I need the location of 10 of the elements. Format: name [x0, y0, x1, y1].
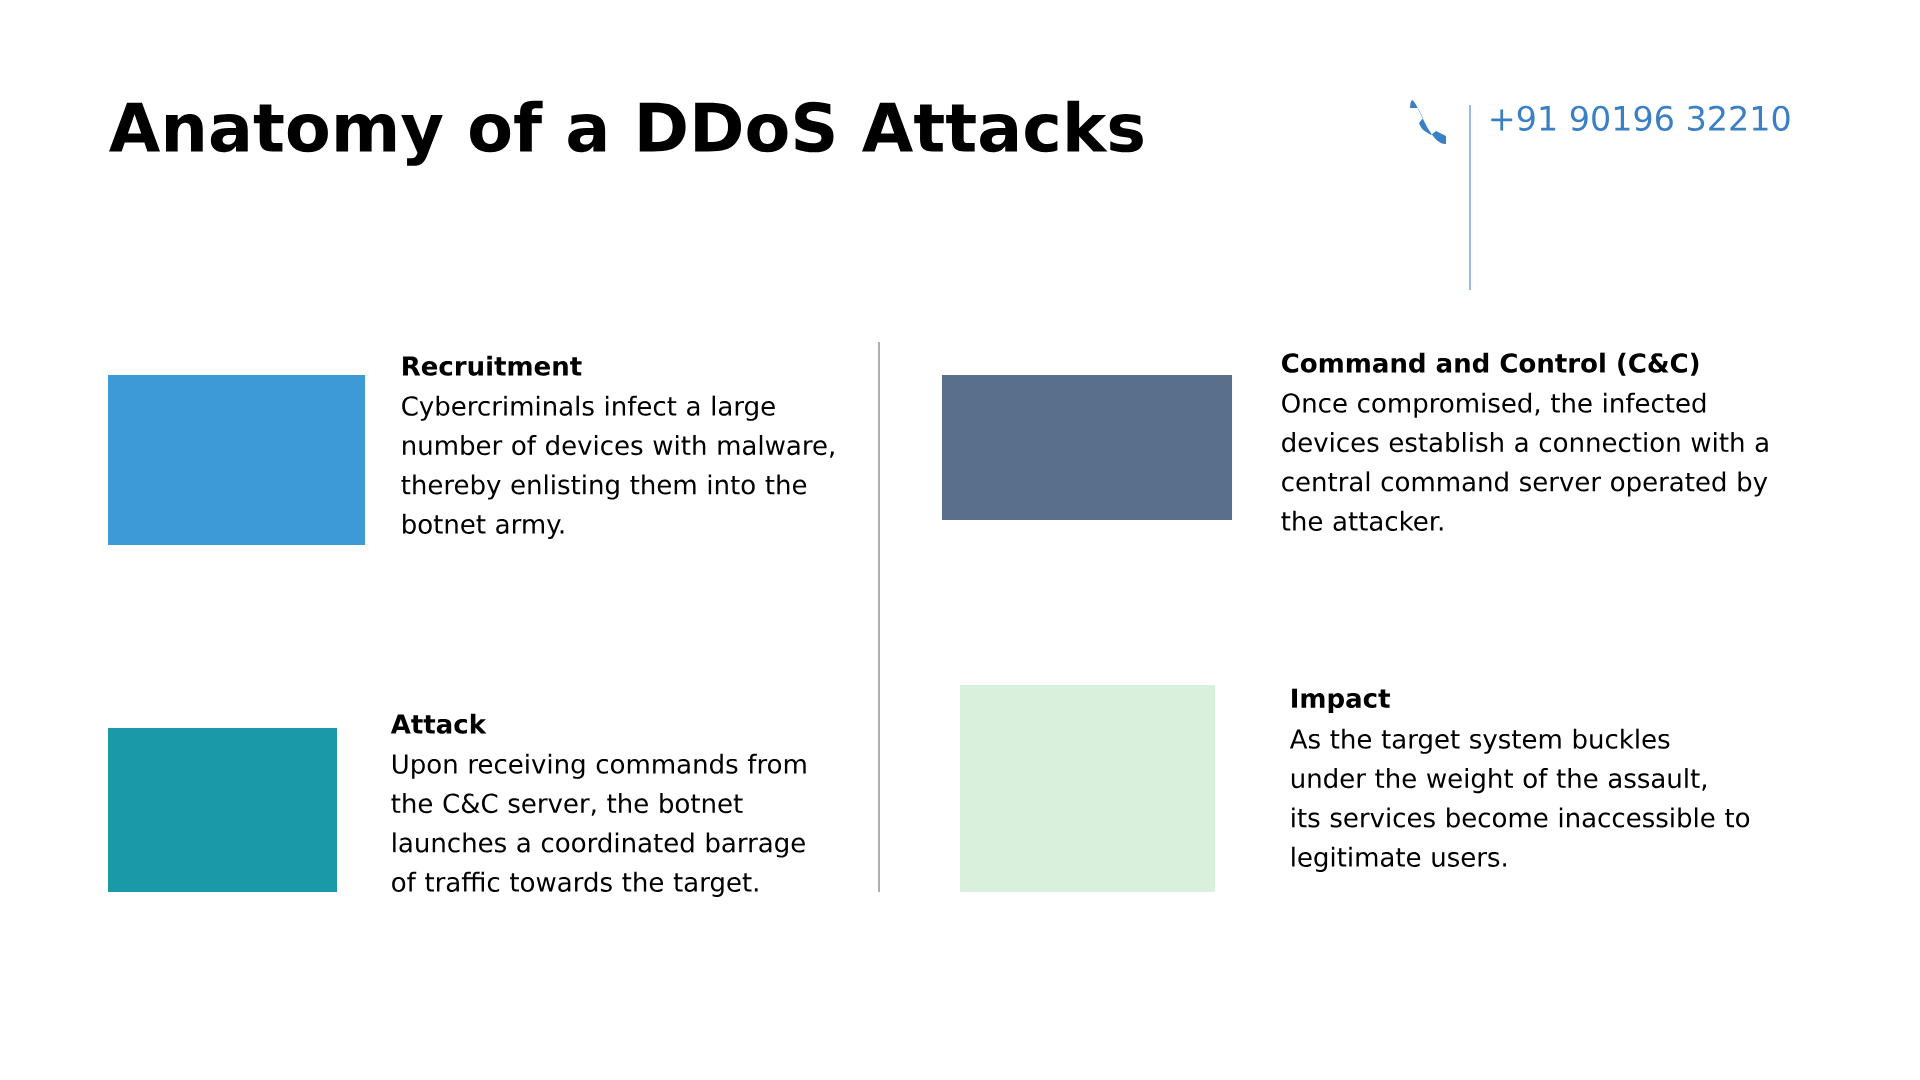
- section-text: Upon receiving commands from the C&C server, the botnet launches a coordinated barrage of traffic towards the target.: [391, 753, 806, 897]
- section-heading: Command and Control (C&C): [1282, 352, 1699, 376]
- title: Anatomy of a DDoS Attacks: [109, 100, 1143, 166]
- section-heading: Impact: [1292, 688, 1390, 714]
- section-text: As the target system buckles under the weight of the assault, its services become inaccessible to legitimate users.: [1289, 728, 1750, 872]
- section-text: Once compromised, the infected devices establish a connection with a central command server operated by the attacker.: [1281, 392, 1768, 531]
- section-heading: Attack: [390, 713, 487, 734]
- section-text: Cybercriminals infect a large number of devices with malware, thereby enlisting them into the botnet army.: [401, 395, 834, 539]
- section-heading: Recruitment: [403, 355, 582, 376]
- phone-number: +91 90196 32210: [1491, 105, 1790, 131]
